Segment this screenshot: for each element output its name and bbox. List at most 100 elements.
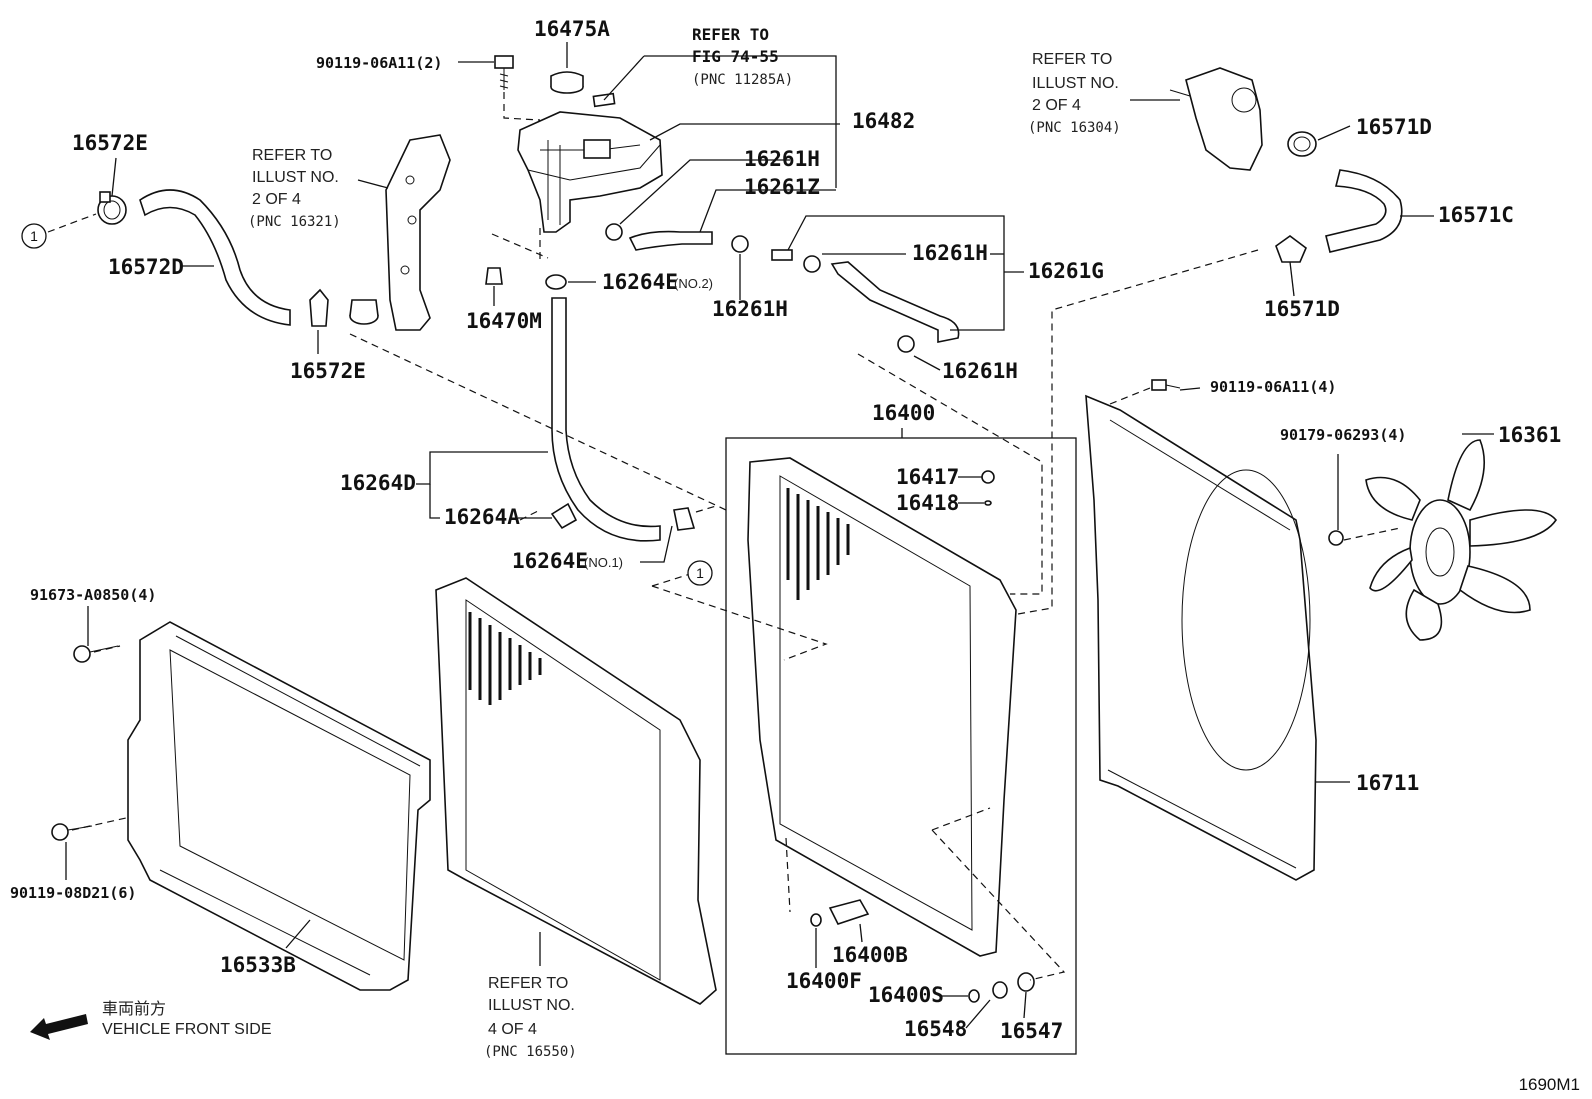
bracket-drawing [349, 134, 451, 331]
radiator-assembly-frame [725, 437, 1077, 1055]
label-90179-06293: 90179-06293(4) [1280, 426, 1406, 444]
label-16711: 16711 [1356, 771, 1419, 795]
callout-circle-center: 1 [687, 560, 713, 586]
label-16572E-top: 16572E [72, 131, 148, 155]
label-16482: 16482 [852, 109, 915, 133]
vehicle-front-arrow-icon [30, 1014, 88, 1040]
label-16572E-bottom: 16572E [290, 359, 366, 383]
label-16572D: 16572D [108, 255, 184, 279]
label-16361: 16361 [1498, 423, 1561, 447]
label-16470M: 16470M [466, 309, 542, 333]
clamp-16571D-top-drawing [1287, 131, 1317, 157]
hose-16261G-drawing [830, 261, 960, 343]
label-16261H-c: 16261H [912, 241, 988, 265]
label-16261H-b: 16261H [712, 297, 788, 321]
grommet-16470M-drawing [485, 267, 503, 285]
washer-16548-drawing [992, 981, 1008, 999]
clamp-16261H-d-drawing [897, 335, 915, 353]
svg-text:REFER TO: REFER TO [692, 25, 769, 44]
vehicle-front-english: VEHICLE FRONT SIDE [102, 1021, 272, 1038]
label-90119-06A11-right: 90119-06A11(4) [1210, 378, 1336, 396]
svg-text:FIG 74-55: FIG 74-55 [692, 47, 779, 66]
clamp-16264E-no1-drawing [673, 507, 696, 531]
clamp-16261H-c-drawing [803, 255, 821, 273]
label-16264A: 16264A [444, 505, 520, 529]
svg-text:(PNC 16304): (PNC 16304) [1028, 120, 1121, 136]
drain-cock-16400B-drawing [828, 899, 870, 925]
cooling-fan-drawing [1365, 439, 1557, 641]
condenser-drawing [435, 577, 717, 1005]
svg-text:REFER TO: REFER TO [1032, 51, 1112, 68]
svg-text:2 OF 4: 2 OF 4 [252, 191, 301, 208]
callout-circle-left: 1 [21, 223, 47, 249]
svg-text:4 OF 4: 4 OF 4 [488, 1021, 537, 1038]
water-outlet-drawing [1169, 67, 1263, 171]
label-16548: 16548 [904, 1017, 967, 1041]
clip-16264A-drawing [550, 502, 578, 530]
svg-text:ILLUST NO.: ILLUST NO. [252, 169, 339, 186]
label-16571D-top: 16571D [1356, 115, 1432, 139]
leader-lines [65, 42, 1494, 1029]
label-16417: 16417 [896, 465, 959, 489]
label-16475A: 16475A [534, 17, 610, 41]
label-90119-08D21: 90119-08D21(6) [10, 884, 136, 902]
label-90119-06A11-top: 90119-06A11(2) [316, 54, 442, 72]
nut-90179-06293-drawing [1328, 530, 1344, 546]
reservoir-tank-drawing [517, 111, 663, 233]
reference-pnc-16550: REFER TO ILLUST NO. 4 OF 4 (PNC 16550) [484, 975, 577, 1060]
reference-fig-74-55: REFER TO FIG 74-55 (PNC 11285A) [692, 25, 793, 88]
svg-text:(PNC 11285A): (PNC 11285A) [692, 72, 793, 88]
label-16264D: 16264D [340, 471, 416, 495]
label-16264E-no1: 16264E [512, 549, 588, 573]
bolt-90119-06A11-right-drawing [1151, 379, 1181, 391]
reference-pnc-16304: REFER TO ILLUST NO. 2 OF 4 (PNC 16304) [1028, 51, 1121, 136]
vehicle-front-japanese: 車両前方 [102, 1000, 166, 1018]
reservoir-cap-drawing [550, 71, 584, 94]
bolt-91673-A0850-drawing [73, 645, 119, 663]
label-16261H-d: 16261H [942, 359, 1018, 383]
hose-16572D-drawing [139, 189, 291, 326]
label-91673-A0850: 91673-A0850(4) [30, 586, 156, 604]
label-16547: 16547 [1000, 1019, 1063, 1043]
label-16261H-a: 16261H [744, 147, 820, 171]
svg-text:2 OF 4: 2 OF 4 [1032, 97, 1081, 114]
svg-text:(PNC 16550): (PNC 16550) [484, 1044, 577, 1060]
clamp-16264E-no2-drawing [545, 274, 567, 290]
svg-text:1: 1 [30, 228, 38, 244]
pipe-connector-drawing [771, 249, 793, 261]
label-16261Z: 16261Z [744, 175, 820, 199]
svg-text:(PNC 16321): (PNC 16321) [248, 214, 341, 230]
label-16400F: 16400F [786, 969, 862, 993]
oring-16400F-drawing [810, 913, 822, 927]
label-16533B: 16533B [220, 953, 296, 977]
hose-16571C-drawing [1325, 169, 1403, 253]
label-16261G: 16261G [1028, 259, 1104, 283]
bolt-90119-06A11-top-drawing [494, 55, 514, 90]
label-no1: (NO.1) [584, 555, 623, 570]
label-16264E-no2: 16264E [602, 270, 678, 294]
radiator-drawing [747, 457, 1017, 957]
label-16400: 16400 [872, 401, 935, 425]
label-16400B: 16400B [832, 943, 908, 967]
svg-text:ILLUST NO.: ILLUST NO. [1032, 75, 1119, 92]
clamp-16571D-bottom-drawing [1275, 235, 1307, 263]
svg-text:REFER TO: REFER TO [488, 975, 568, 992]
clamp-16261H-a-drawing [605, 223, 623, 241]
clamp-16261H-b-drawing [731, 235, 749, 253]
washer-16400S-drawing [968, 989, 980, 1003]
figure-id: 1690M1 [1519, 1075, 1580, 1094]
dashed-guides [47, 92, 1401, 981]
fan-shroud-drawing [1085, 394, 1317, 881]
svg-text:1: 1 [696, 565, 704, 581]
clamp-16572E-top-drawing [97, 191, 127, 225]
hose-16264D-drawing [551, 297, 661, 542]
label-no2: (NO.2) [674, 276, 713, 291]
reference-pnc-16321: REFER TO ILLUST NO. 2 OF 4 (PNC 16321) [248, 147, 341, 230]
label-16571D-bottom: 16571D [1264, 297, 1340, 321]
svg-text:ILLUST NO.: ILLUST NO. [488, 997, 575, 1014]
label-16418: 16418 [896, 491, 959, 515]
hose-16261Z-drawing [628, 230, 713, 251]
svg-text:REFER TO: REFER TO [252, 147, 332, 164]
washer-16547-drawing [1017, 972, 1035, 992]
